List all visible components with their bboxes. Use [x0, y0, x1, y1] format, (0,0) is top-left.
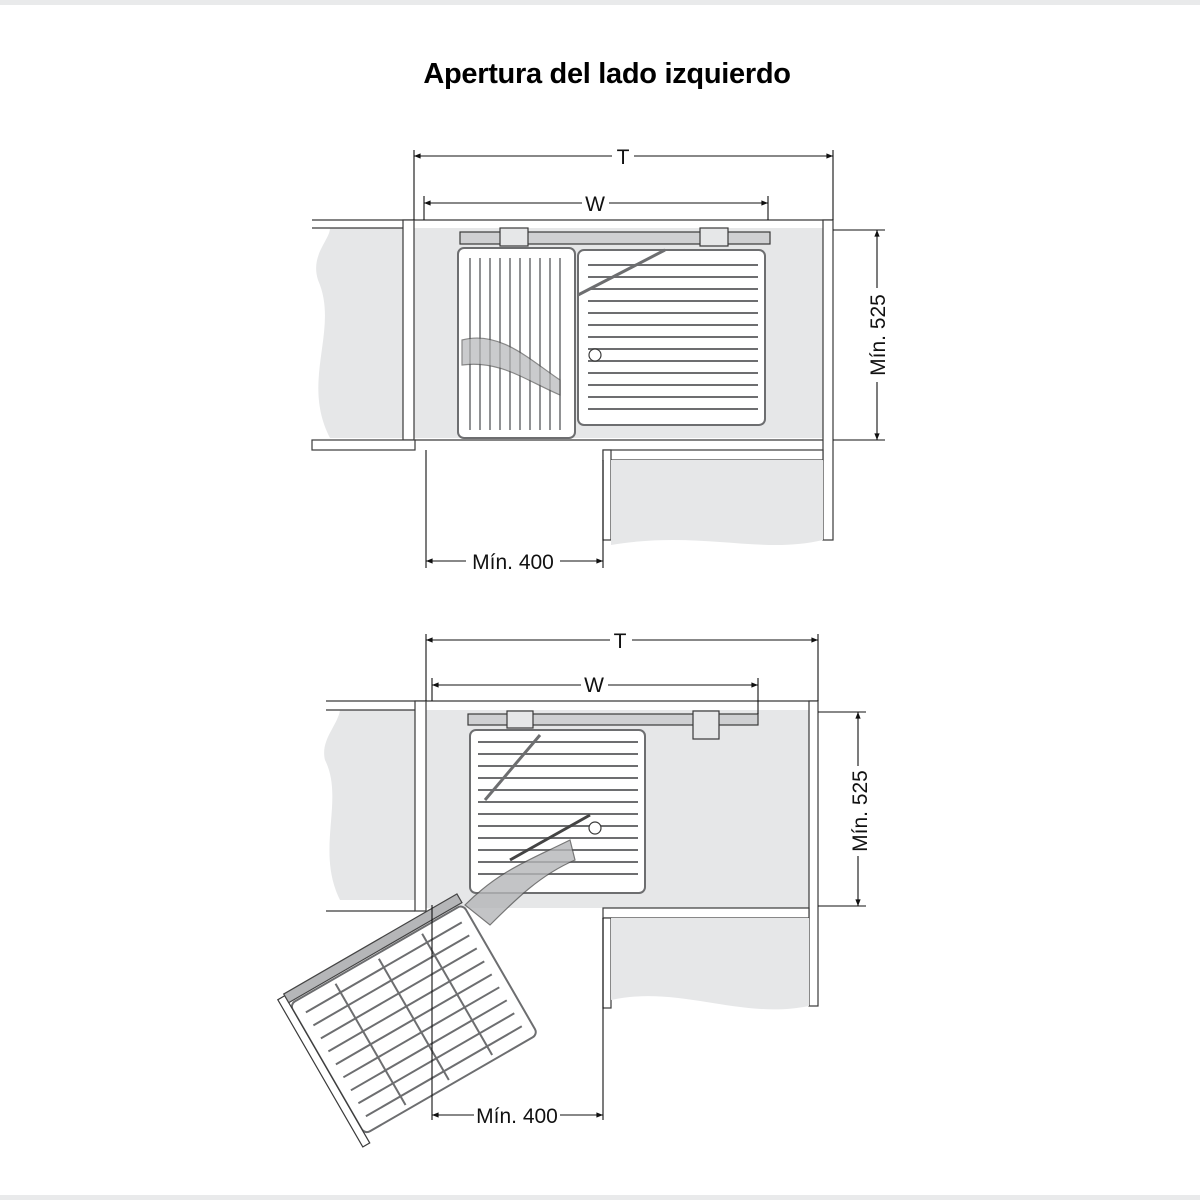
diagram-title: Apertura del lado izquierdo — [423, 58, 791, 90]
left-side-panel — [402, 219, 415, 441]
right-side-panel — [808, 700, 819, 1007]
bottom-border — [0, 1195, 1200, 1200]
left-side-panel — [414, 700, 427, 912]
rail — [467, 713, 759, 726]
dim-T-label: T — [614, 630, 627, 653]
dim-depth-label: Mín. 525 — [867, 294, 890, 376]
dim-W-label: W — [584, 674, 604, 697]
pivot-knob — [588, 821, 602, 835]
bracket — [506, 710, 534, 729]
left-counter — [311, 439, 416, 451]
bracket — [699, 227, 729, 247]
door-side — [602, 449, 612, 541]
right-cabinet-fill — [611, 918, 809, 1010]
left-cabinet-fill — [316, 228, 403, 438]
swing-arm — [461, 337, 561, 396]
rear-basket — [469, 729, 646, 894]
left-basket — [457, 247, 576, 439]
rail — [459, 231, 771, 245]
front-door-panel — [602, 449, 824, 461]
open-dimensions — [425, 634, 866, 1120]
front-door-panel — [602, 907, 810, 919]
closed-diagram — [311, 219, 834, 545]
dim-opening-label: Mín. 400 — [472, 551, 554, 574]
right-basket-slats — [588, 264, 758, 410]
door-side — [602, 917, 612, 1009]
top-border — [0, 0, 1200, 5]
closed-dimensions — [413, 150, 885, 568]
dim-W-label: W — [585, 193, 605, 216]
right-side-panel — [822, 219, 834, 541]
dim-depth-label: Mín. 525 — [849, 770, 872, 852]
dim-T-label: T — [617, 146, 630, 169]
bracket — [499, 227, 529, 247]
bracket — [692, 710, 720, 740]
dim-opening-label: Mín. 400 — [476, 1105, 558, 1128]
open-diagram — [276, 700, 819, 1148]
left-cabinet-fill — [324, 710, 415, 900]
pivot-knob — [588, 348, 602, 362]
swing-arm — [464, 839, 576, 926]
right-cabinet-fill — [611, 460, 823, 545]
swung-out-basket — [276, 893, 537, 1148]
